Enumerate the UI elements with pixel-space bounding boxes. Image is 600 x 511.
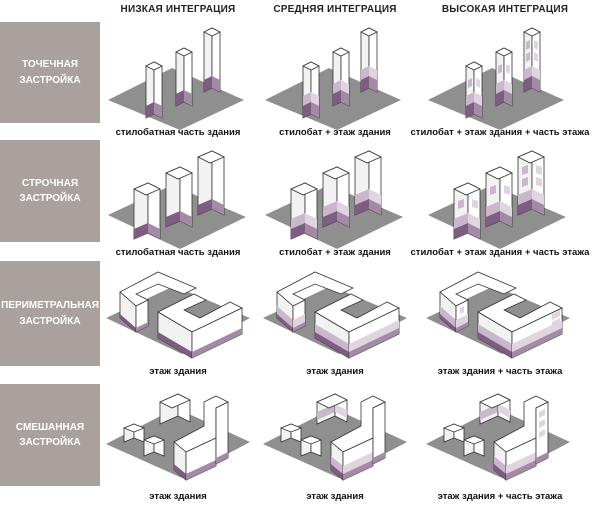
diagram-mixed-high: [420, 382, 576, 494]
row-label-mixed: СМЕШАННАЯ ЗАСТРОЙКА: [0, 384, 100, 486]
caption-point-low: стилобатная часть здания: [115, 127, 241, 138]
row-label-perimeter: ПЕРИМЕТРАЛЬНАЯ ЗАСТРОЙКА: [0, 261, 100, 366]
diagram-perimeter-low: [100, 258, 256, 370]
diagram-point-low: [100, 18, 256, 130]
diagram-perimeter-high: [420, 258, 576, 370]
caption-line-low: стилобатная часть здания: [115, 247, 241, 258]
diagram-line-low: [100, 137, 256, 249]
diagram-point-high: [420, 18, 576, 130]
diagram-mixed-low: [100, 382, 256, 494]
column-header-high: ВЫСОКАЯ ИНТЕГРАЦИЯ: [441, 4, 569, 15]
row-label-line: ЗАСТРОЙКА: [19, 315, 81, 327]
diagram-line-high: [420, 137, 576, 249]
caption-point-high: стилобат + этаж здания + часть этажа: [410, 127, 590, 138]
row-label-line: ПЕРИМЕТРАЛЬНАЯ: [1, 300, 99, 311]
row-label-line: СМЕШАННАЯ: [15, 421, 85, 433]
diagram-perimeter-medium: [257, 258, 413, 370]
row-label-line-development: СТРОЧНАЯ ЗАСТРОЙКА: [0, 140, 100, 242]
row-label-line: СТРОЧНАЯ: [21, 177, 79, 189]
diagram-mixed-medium: [257, 382, 413, 494]
caption-line-medium: стилобат + этаж здания: [279, 247, 391, 258]
caption-mixed-high: этаж здания + часть этажа: [437, 491, 563, 502]
row-label-line: ЗАСТРОЙКА: [19, 437, 81, 448]
column-header-low: НИЗКАЯ ИНТЕГРАЦИЯ: [120, 4, 236, 15]
caption-mixed-medium: этаж здания: [306, 491, 364, 502]
caption-line-high: стилобат + этаж здания + часть этажа: [410, 247, 590, 258]
caption-perimeter-high: этаж здания + часть этажа: [437, 366, 563, 377]
caption-mixed-low: этаж здания: [149, 491, 207, 502]
diagram-line-medium: [257, 137, 413, 249]
row-label-line: ЗАСТРОЙКА: [19, 74, 81, 86]
diagram-point-medium: [257, 18, 413, 130]
row-label-line: ТОЧЕЧНАЯ: [22, 59, 78, 70]
caption-point-medium: стилобат + этаж здания: [279, 127, 391, 138]
row-label-point: ТОЧЕЧНАЯ ЗАСТРОЙКА: [0, 22, 100, 123]
column-header-medium: СРЕДНЯЯ ИНТЕГРАЦИЯ: [273, 4, 397, 15]
caption-perimeter-medium: этаж здания: [306, 366, 364, 377]
row-label-line: ЗАСТРОЙКА: [19, 193, 81, 204]
caption-perimeter-low: этаж здания: [149, 366, 207, 377]
